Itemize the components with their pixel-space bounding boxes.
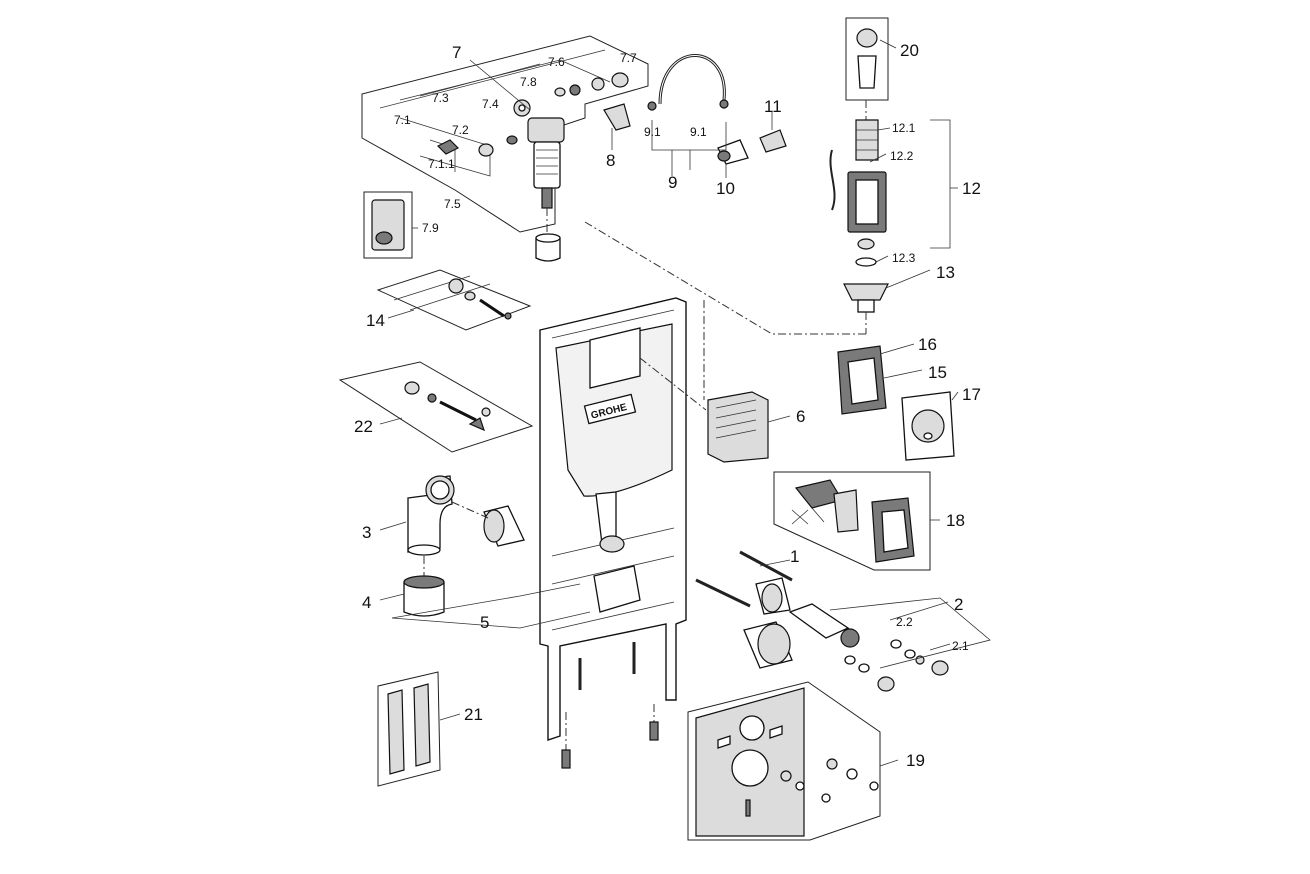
part-sleeve [483, 505, 525, 547]
callout-11: 11 [764, 97, 782, 116]
callout-1: 1 [790, 547, 799, 566]
part-2-drain-pipe-set [743, 577, 991, 692]
callout-7-9: 7.9 [422, 221, 439, 235]
part-7-kit-panel [361, 35, 649, 262]
callout-2-2: 2.2 [896, 615, 913, 629]
callout-21: 21 [464, 705, 483, 724]
callout-7-1-1: 7.1.1 [428, 157, 455, 171]
callout-20: 20 [900, 41, 919, 60]
callout-7-5: 7.5 [444, 197, 461, 211]
callout-15: 15 [928, 363, 947, 382]
callout-labels: 7 7.7 7.6 7.8 7.3 7.4 7.1 7.2 7.1.1 7.5 … [354, 41, 981, 770]
callout-8: 8 [606, 151, 615, 170]
part-17-flush-plate [901, 391, 955, 461]
part-12-flush-valve [829, 100, 958, 334]
callout-17: 17 [962, 385, 981, 404]
callout-9-1b: 9.1 [690, 125, 707, 139]
callout-19: 19 [906, 751, 925, 770]
callout-7-8: 7.8 [520, 75, 537, 89]
part-7-9-bag [363, 191, 413, 259]
callout-13: 13 [936, 263, 955, 282]
main-installation-frame: GROHE [539, 297, 687, 769]
part-21-brackets [377, 671, 441, 787]
part-22-screw-kit [338, 361, 534, 453]
callout-7-4: 7.4 [482, 97, 499, 111]
callout-9-1a: 9.1 [644, 125, 661, 139]
callout-12: 12 [962, 179, 981, 198]
callout-7-1: 7.1 [394, 113, 411, 127]
part-4-collar [403, 575, 445, 617]
part-14-screw-kit [376, 269, 532, 331]
callout-9: 9 [668, 173, 677, 192]
callout-12-2: 12.2 [890, 149, 914, 163]
callout-3: 3 [362, 523, 371, 542]
callout-2: 2 [954, 595, 963, 614]
callout-7-2: 7.2 [452, 123, 469, 137]
part-6-service-box [639, 357, 769, 463]
part-8-11-hose-assembly [603, 54, 787, 170]
callout-22: 22 [354, 417, 373, 436]
callout-7-6: 7.6 [548, 55, 565, 69]
part-1-threaded-rods [695, 550, 793, 608]
callout-2-1: 2.1 [952, 639, 969, 653]
part-3-elbow-bend [407, 475, 455, 556]
leader-lines [379, 39, 959, 767]
callout-7-3: 7.3 [432, 91, 449, 105]
callout-14: 14 [366, 311, 385, 330]
callout-4: 4 [362, 593, 371, 612]
callout-7-7: 7.7 [620, 51, 637, 65]
callout-5: 5 [480, 613, 489, 632]
part-19-insulation-pad [687, 681, 881, 841]
part-15-16-mounting-plate [837, 345, 887, 415]
callout-12-3: 12.3 [892, 251, 916, 265]
part-20-cap [845, 17, 889, 101]
callout-7: 7 [452, 43, 461, 62]
callout-6: 6 [796, 407, 805, 426]
callout-10: 10 [716, 179, 735, 198]
part-18-set [773, 471, 931, 571]
callout-12-1: 12.1 [892, 121, 916, 135]
callout-18: 18 [946, 511, 965, 530]
callout-16: 16 [918, 335, 937, 354]
